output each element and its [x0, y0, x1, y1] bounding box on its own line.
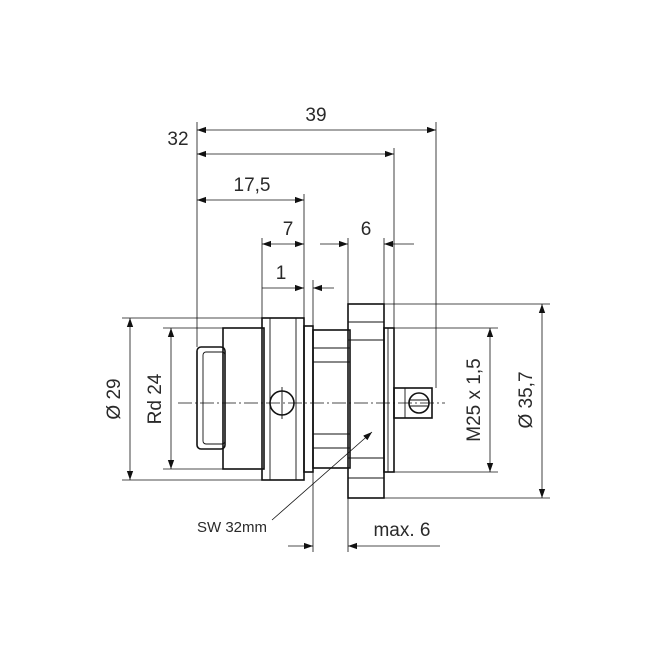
sw-leader [271, 431, 373, 521]
label-step: 1 [276, 263, 287, 284]
label-panel-max: max. 6 [373, 520, 430, 541]
main-housing [222, 327, 265, 470]
label-front-to-flange: 17,5 [234, 175, 271, 196]
hex-nut [347, 303, 385, 499]
front-plug-inner [202, 351, 226, 445]
dimension-labels: 39 32 17,5 7 6 1 max. 6 SW 32mm Ø 29 Rd … [104, 105, 537, 541]
rear-body [383, 327, 395, 473]
label-diameter-front: Ø 29 [104, 378, 125, 419]
label-round-thread: Rd 24 [145, 373, 166, 424]
label-panel-thickness: 6 [361, 219, 372, 240]
extension-lines [122, 122, 550, 552]
label-metric-thread: M25 x 1,5 [464, 358, 485, 441]
flange [261, 317, 305, 481]
dimension-lines [126, 126, 546, 550]
label-wrench-size: SW 32mm [197, 519, 267, 536]
label-overall-length: 39 [305, 105, 326, 126]
label-flange-width: 7 [283, 219, 294, 240]
label-diameter-flange: Ø 35,7 [516, 371, 537, 428]
thread-section [312, 329, 351, 469]
step-ring [303, 325, 314, 473]
front-plug [196, 346, 226, 450]
label-body-length: 32 [167, 129, 188, 150]
connector-body [196, 303, 433, 499]
